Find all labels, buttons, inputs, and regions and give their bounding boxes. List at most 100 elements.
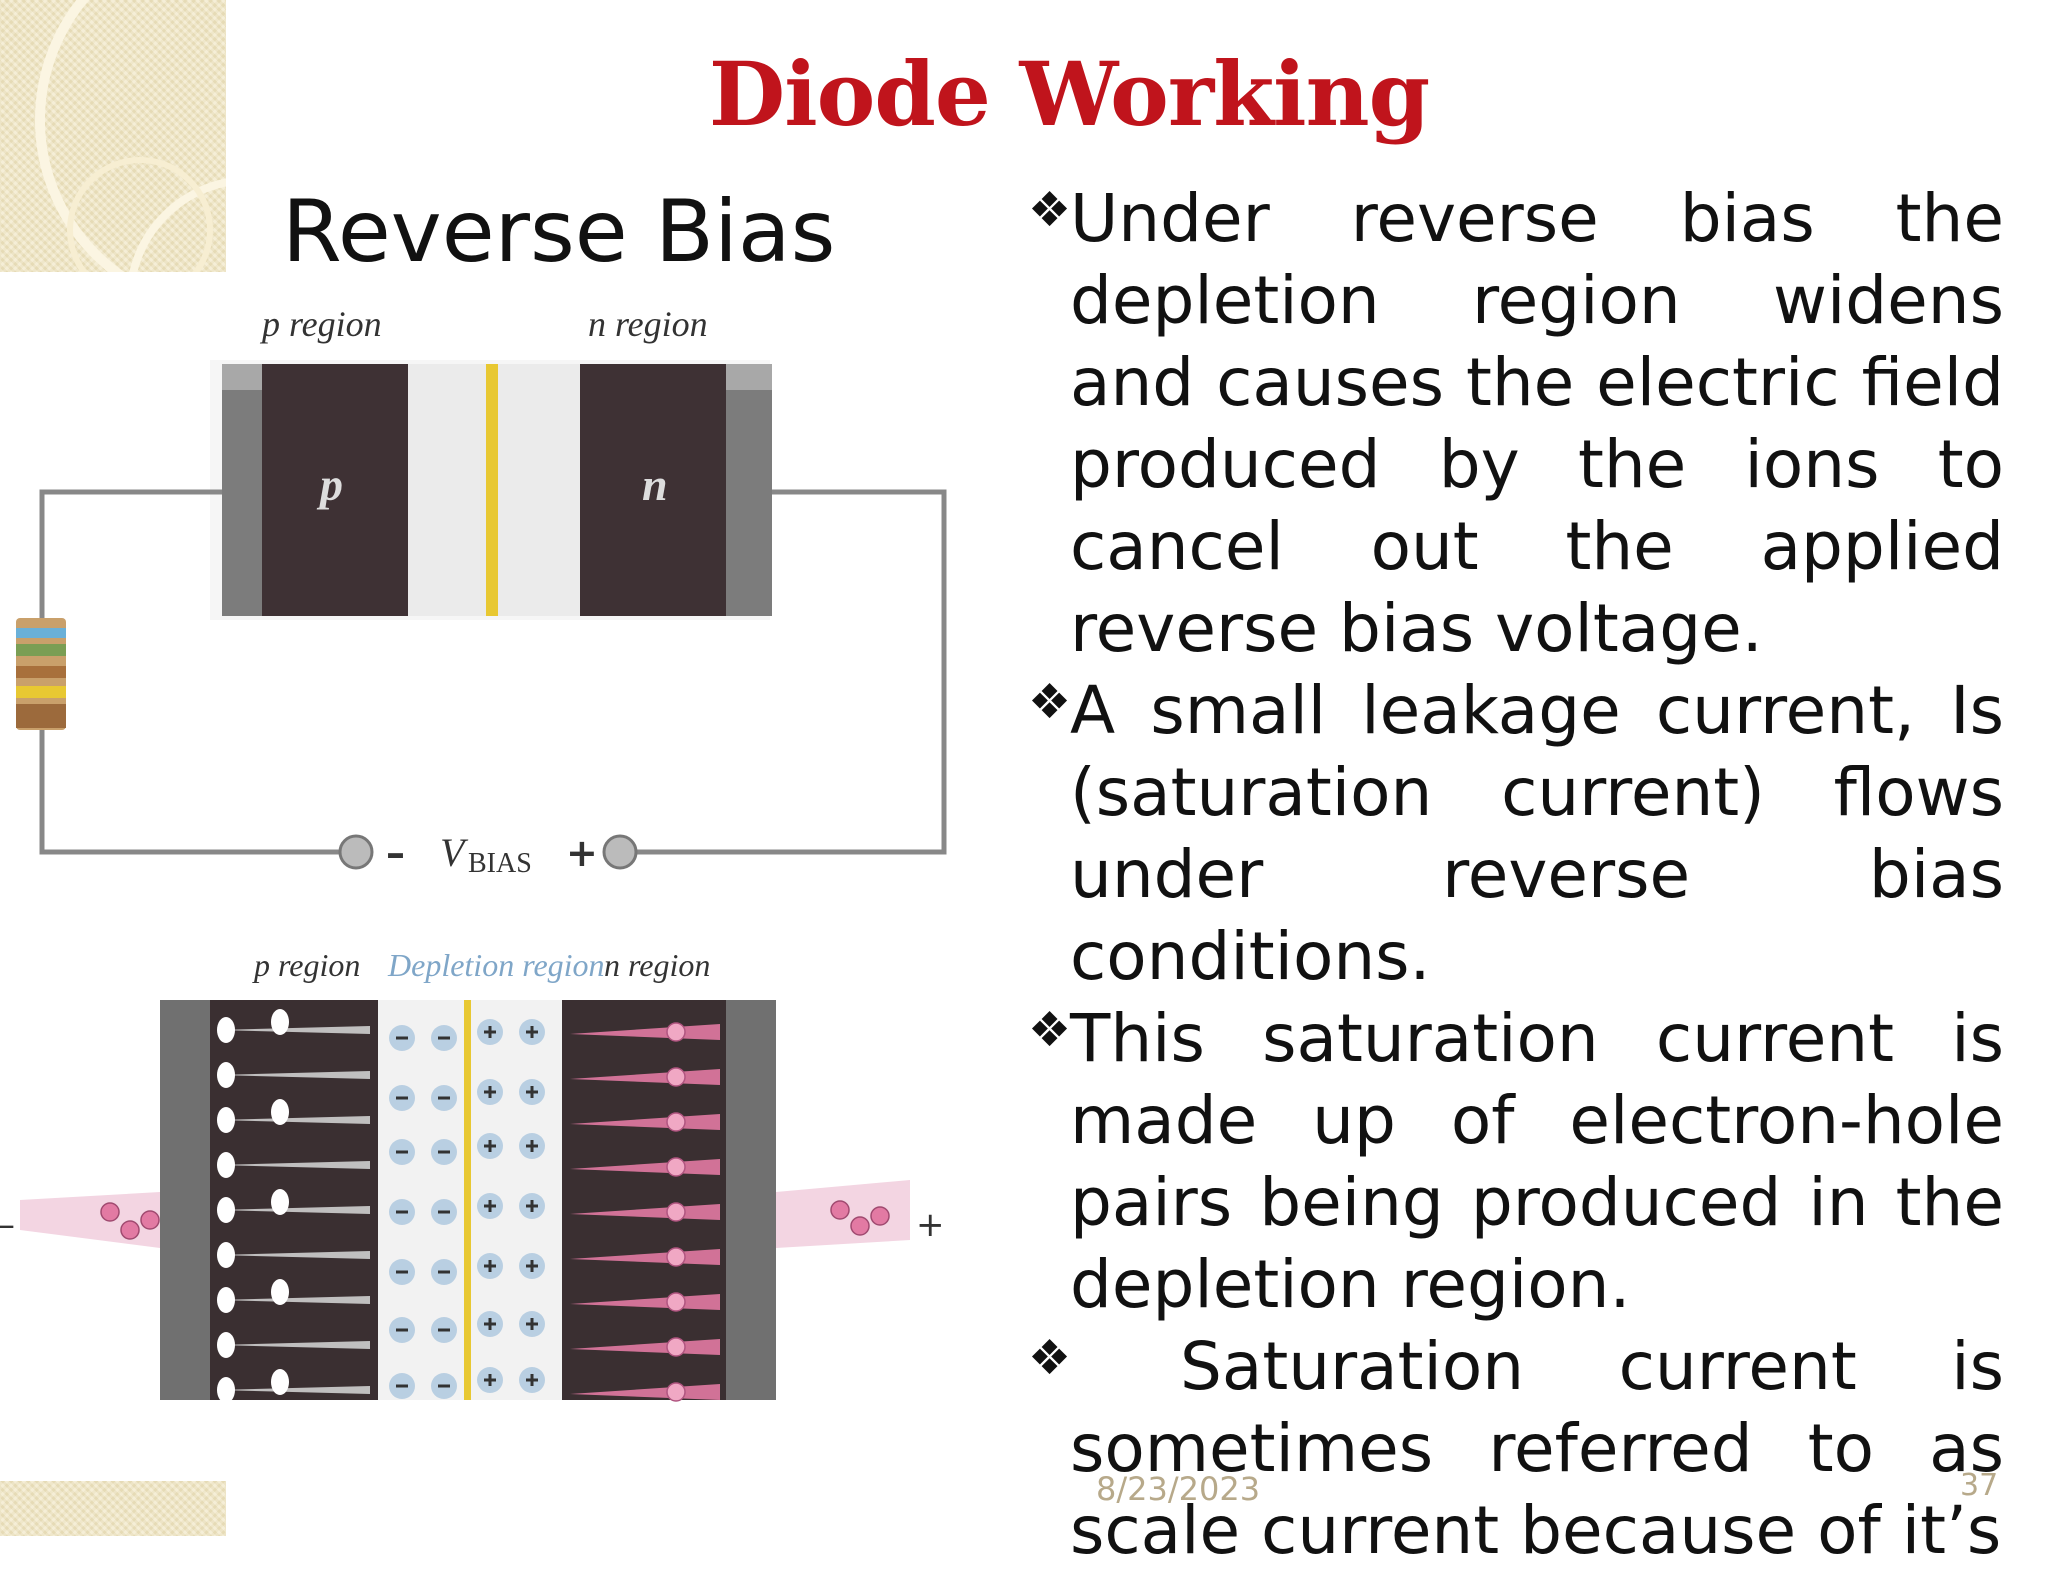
electron <box>666 1247 686 1267</box>
hole <box>217 1332 235 1358</box>
external-carrier <box>120 1220 140 1240</box>
left-contact <box>160 1000 210 1400</box>
n-region-label: n region <box>588 304 708 344</box>
bullet-list: ❖ Under reverse bias the depletion regio… <box>1022 178 2004 1572</box>
minus-mark <box>438 1270 450 1274</box>
slide-title: Diode Working <box>708 42 1430 146</box>
hole <box>217 1242 235 1268</box>
external-carrier <box>850 1216 870 1236</box>
right-contact <box>726 364 772 616</box>
diamond-bullet-icon: ❖ <box>1028 1330 1072 1386</box>
slide-page-number: 37 <box>1960 1468 1999 1503</box>
hole-streak <box>218 1386 370 1394</box>
minus-mark <box>396 1210 408 1214</box>
hole-streak <box>218 1296 370 1304</box>
left-contact <box>222 364 268 616</box>
resistor-band <box>16 686 66 698</box>
hole <box>271 1009 289 1035</box>
slide-date: 8/23/2023 <box>1096 1470 1261 1508</box>
plus-mark <box>530 1086 534 1098</box>
resistor-band <box>16 644 66 656</box>
p-block <box>210 1000 378 1400</box>
bullet-item: ❖ This saturation current is made up of … <box>1022 998 2004 1326</box>
minus-sign: – <box>0 1205 15 1245</box>
electron <box>666 1022 686 1042</box>
hole-streak <box>218 1026 370 1034</box>
negative-terminal <box>338 834 374 870</box>
bullet-item: ❖ A small leakage current, Is (saturatio… <box>1022 670 2004 998</box>
external-carrier <box>100 1202 120 1222</box>
plus-sign: + <box>916 1205 945 1245</box>
minus-mark <box>438 1328 450 1332</box>
electron-streaks <box>570 1022 720 1402</box>
external-carrier <box>870 1206 890 1226</box>
plus-mark <box>530 1318 534 1330</box>
bullet-text: A small leakage current, Is (saturation … <box>1070 672 2004 995</box>
hole <box>271 1099 289 1125</box>
p-block-label: p <box>316 459 343 510</box>
minus-mark <box>438 1096 450 1100</box>
n-block-label: n <box>642 459 668 510</box>
hole-streak <box>218 1116 370 1124</box>
bullet-text: Saturation current is sometimes referred… <box>1070 1328 2004 1569</box>
plus-mark <box>530 1026 534 1038</box>
external-carrier <box>140 1210 160 1230</box>
hole <box>217 1017 235 1043</box>
plus-mark <box>530 1140 534 1152</box>
p-region-label: p region <box>259 304 382 344</box>
depletion-region-label: Depletion region <box>387 947 605 983</box>
electron <box>666 1157 686 1177</box>
wire-right <box>620 489 947 855</box>
right-contact <box>726 1000 776 1400</box>
bullet-text: This saturation current is made up of el… <box>1070 1000 2004 1323</box>
n-region-label: n region <box>604 947 710 983</box>
depletion-region-diagram: p region Depletion region n region – + <box>0 947 945 1403</box>
external-carriers <box>100 1200 890 1240</box>
plus-sign: + <box>566 831 598 875</box>
hole-streak <box>218 1341 370 1349</box>
slide-subtitle: Reverse Bias <box>282 182 836 282</box>
right-contact-top <box>726 364 772 390</box>
p-region-label: p region <box>252 947 360 983</box>
decorative-corner-bottom <box>0 1481 226 1536</box>
electron <box>666 1112 686 1132</box>
hole <box>271 1369 289 1395</box>
plus-mark <box>530 1200 534 1212</box>
diamond-bullet-icon: ❖ <box>1028 182 1072 238</box>
minus-mark <box>438 1384 450 1388</box>
junction-line <box>486 364 498 616</box>
plus-mark <box>530 1260 534 1272</box>
plus-mark <box>488 1086 492 1098</box>
positive-terminal <box>602 834 638 870</box>
hole-streak <box>218 1161 370 1169</box>
minus-mark <box>396 1384 408 1388</box>
diamond-bullet-icon: ❖ <box>1028 674 1072 730</box>
reverse-bias-circuit-diagram: p region n region p n – V BIAS + <box>16 304 947 879</box>
minus-mark <box>396 1150 408 1154</box>
junction-line <box>464 1000 471 1400</box>
plus-mark <box>488 1318 492 1330</box>
left-contact-top <box>222 364 268 390</box>
resistor-band <box>16 666 66 678</box>
external-carrier <box>830 1200 850 1220</box>
hole <box>271 1189 289 1215</box>
hole <box>217 1197 235 1223</box>
plus-mark <box>488 1200 492 1212</box>
minus-sign: – <box>386 831 405 875</box>
hole-streaks <box>217 1009 370 1403</box>
minus-mark <box>438 1150 450 1154</box>
minus-mark <box>396 1036 408 1040</box>
hole <box>217 1152 235 1178</box>
hole <box>217 1377 235 1403</box>
depletion-ions <box>389 1019 545 1399</box>
electron <box>666 1067 686 1087</box>
minus-mark <box>438 1036 450 1040</box>
hole <box>271 1279 289 1305</box>
plus-mark <box>488 1374 492 1386</box>
hole <box>217 1107 235 1133</box>
resistor-band <box>16 628 66 638</box>
plus-mark <box>488 1260 492 1272</box>
minus-mark <box>396 1270 408 1274</box>
minus-mark <box>396 1328 408 1332</box>
bullet-item: ❖ Under reverse bias the depletion regio… <box>1022 178 2004 670</box>
